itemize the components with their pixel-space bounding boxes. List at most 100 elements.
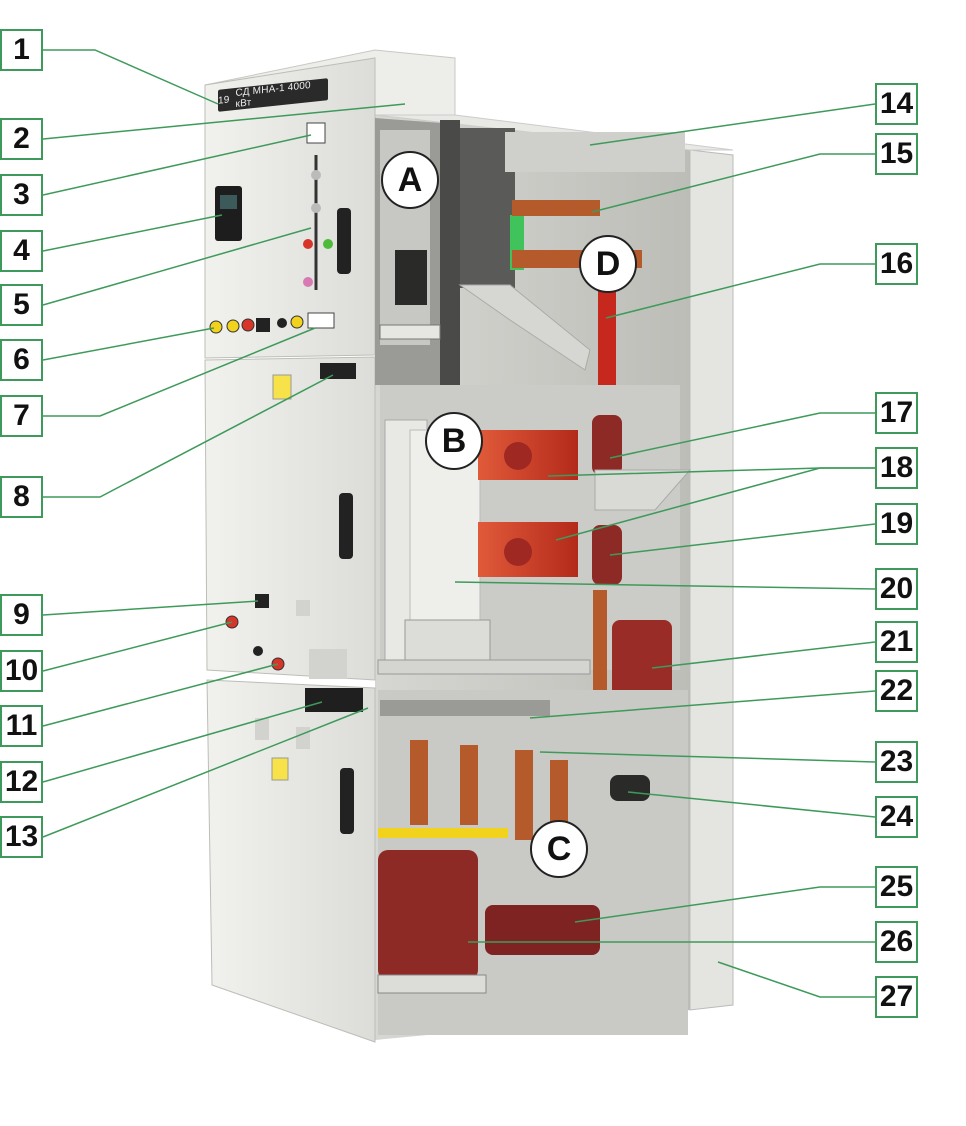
leader-line-20 bbox=[454, 581, 876, 590]
leader-lines bbox=[42, 49, 876, 998]
leader-line-19 bbox=[609, 523, 876, 556]
zone-c-label: C bbox=[530, 820, 588, 878]
bushing-lower bbox=[592, 525, 622, 585]
selector-switch bbox=[256, 318, 270, 332]
callout-4: 4 bbox=[0, 230, 43, 272]
terminal-strip bbox=[379, 324, 441, 340]
leader-line-21 bbox=[651, 641, 876, 669]
callout-9-text: 9 bbox=[13, 598, 30, 631]
door-handle-upper bbox=[337, 208, 351, 274]
window-large bbox=[309, 649, 347, 679]
leader-line-13 bbox=[42, 707, 369, 838]
terminal-block bbox=[307, 312, 335, 329]
interlock-plate bbox=[305, 688, 363, 712]
callout-5-text: 5 bbox=[13, 288, 30, 321]
callout-16-text: 16 bbox=[879, 247, 914, 280]
earthing-shaft bbox=[380, 700, 550, 716]
callout-11-text: 11 bbox=[5, 709, 38, 742]
leader-line-11 bbox=[42, 663, 279, 727]
callout-21: 21 bbox=[875, 621, 918, 663]
leader-line-17 bbox=[609, 412, 875, 459]
callout-8: 8 bbox=[0, 476, 43, 518]
callout-6-text: 6 bbox=[13, 343, 30, 376]
callout-8-text: 8 bbox=[13, 480, 30, 513]
callout-25: 25 bbox=[875, 866, 918, 908]
mimic-indicator-grey-2 bbox=[311, 203, 321, 213]
current-transformer bbox=[612, 620, 672, 710]
mimic-indicator-red bbox=[303, 239, 313, 249]
leader-line-15 bbox=[591, 153, 875, 213]
callout-6: 6 bbox=[0, 339, 43, 381]
callout-5: 5 bbox=[0, 284, 43, 326]
callout-20: 20 bbox=[875, 568, 918, 610]
cable-busbar-vertical bbox=[593, 590, 607, 720]
callout-13: 13 bbox=[0, 816, 43, 858]
callout-18-text: 18 bbox=[879, 451, 914, 484]
busbar-upper bbox=[512, 200, 600, 216]
leader-line-6 bbox=[42, 327, 215, 361]
callout-1-text: 1 bbox=[13, 33, 30, 66]
ventilation-grille bbox=[505, 132, 685, 172]
callout-10-text: 10 bbox=[4, 654, 39, 687]
cable-lug-3 bbox=[515, 750, 533, 840]
breaker-shelf bbox=[594, 469, 692, 511]
leader-line-25 bbox=[574, 886, 875, 923]
info-label bbox=[320, 363, 356, 379]
cabinet-right-side bbox=[689, 149, 734, 1011]
callout-21-text: 21 bbox=[879, 625, 914, 658]
cable-compartment bbox=[377, 690, 688, 1035]
callout-7: 7 bbox=[0, 395, 43, 437]
leader-line-1 bbox=[43, 49, 219, 105]
callout-25-text: 25 bbox=[879, 870, 914, 903]
callout-22-text: 22 bbox=[879, 674, 914, 707]
callout-12-text: 12 bbox=[4, 765, 39, 798]
window-lower-1 bbox=[255, 718, 269, 740]
callout-3: 3 bbox=[0, 174, 43, 216]
mimic-indicator-grey-1 bbox=[311, 170, 321, 180]
door-handle-lower bbox=[340, 768, 354, 834]
callout-19: 19 bbox=[875, 503, 918, 545]
leader-line-5 bbox=[42, 227, 312, 306]
relay-frame bbox=[440, 120, 460, 390]
breaker-compartment bbox=[377, 385, 692, 720]
leader-line-24 bbox=[627, 791, 876, 818]
callout-14: 14 bbox=[875, 83, 918, 125]
callout-23: 23 bbox=[875, 741, 918, 783]
leader-line-7 bbox=[43, 327, 316, 417]
callout-7-text: 7 bbox=[13, 399, 30, 432]
callout-12: 12 bbox=[0, 761, 43, 803]
leader-line-9 bbox=[42, 600, 259, 616]
leader-line-2 bbox=[42, 103, 406, 140]
callout-24: 24 bbox=[875, 796, 918, 838]
callout-13-text: 13 bbox=[4, 820, 39, 853]
callout-3-text: 3 bbox=[13, 178, 30, 211]
zone-c-text: C bbox=[546, 829, 572, 868]
callout-15: 15 bbox=[875, 133, 918, 175]
meter-screen bbox=[220, 195, 237, 209]
callout-17-text: 17 bbox=[879, 396, 914, 429]
leader-line-18b bbox=[555, 467, 875, 541]
callout-11: 11 bbox=[0, 705, 43, 747]
lamp-yellow-1 bbox=[209, 320, 223, 334]
leader-line-16 bbox=[605, 263, 875, 319]
yellow-bar bbox=[378, 828, 508, 838]
callout-1: 1 bbox=[0, 29, 43, 71]
callout-2: 2 bbox=[0, 118, 43, 160]
lamp-yellow-3 bbox=[290, 315, 304, 329]
callout-14-text: 14 bbox=[879, 87, 914, 120]
callout-2-text: 2 bbox=[13, 122, 30, 155]
insulator-upper-1 bbox=[504, 442, 532, 470]
zone-d-label: D bbox=[579, 235, 637, 293]
zone-a-label: A bbox=[381, 151, 439, 209]
busbar-partition bbox=[458, 284, 591, 371]
callout-17: 17 bbox=[875, 392, 918, 434]
leader-line-4 bbox=[42, 214, 223, 252]
mimic-indicator-pink bbox=[303, 277, 313, 287]
callout-26-text: 26 bbox=[879, 925, 914, 958]
callout-15-text: 15 bbox=[879, 137, 914, 170]
callout-24-text: 24 bbox=[879, 800, 914, 833]
leader-line-8 bbox=[43, 374, 334, 498]
cable-compartment-door bbox=[206, 679, 376, 1043]
zone-b-text: B bbox=[441, 421, 467, 460]
